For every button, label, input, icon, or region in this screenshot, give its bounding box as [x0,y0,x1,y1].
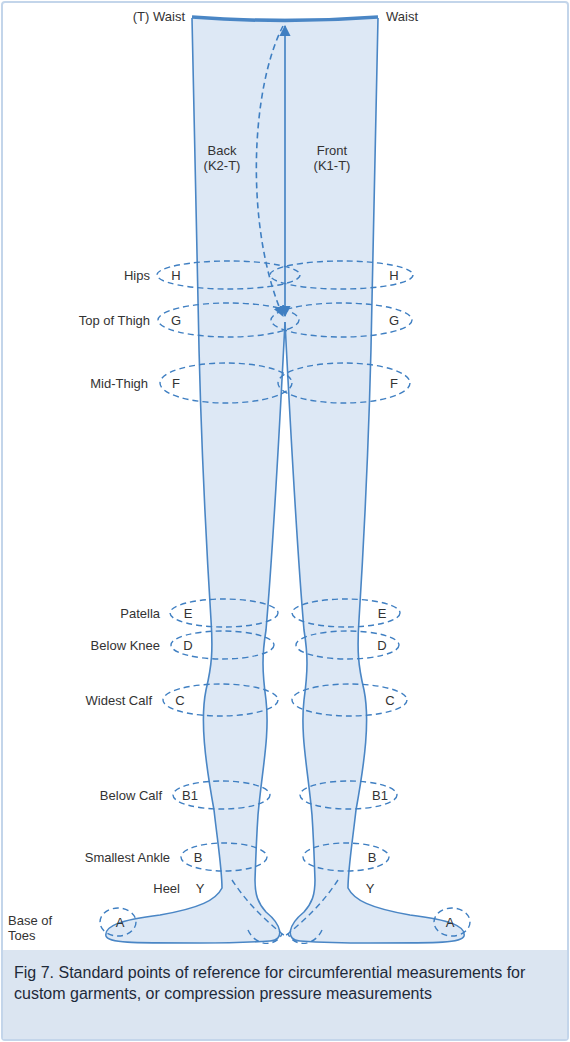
point-letter: F [390,376,398,391]
point-label: Top of Thigh [79,313,150,328]
point-label: Mid-Thigh [90,376,148,391]
point-letter: G [389,313,399,328]
point-label: Back (K2-T) [196,143,248,173]
point-letter: F [172,376,180,391]
point-label: Smallest Ankle [85,850,170,865]
point-letter: H [389,268,398,283]
point-letter: C [385,693,394,708]
measure-ring [160,363,292,403]
point-label: Waist [386,9,418,24]
point-label: Front (K1-T) [303,143,361,173]
point-letter: H [171,268,180,283]
point-letter: B [194,850,203,865]
point-label: Below Knee [91,638,160,653]
point-label: Below Calf [100,788,162,803]
point-letter: Y [366,881,375,896]
point-letter: B1 [182,788,198,803]
point-letter: D [377,638,386,653]
measure-ring [278,363,410,403]
point-label: Heel [153,881,180,896]
point-letter: E [378,606,387,621]
measure-ring [270,261,413,289]
point-letter: D [183,638,192,653]
point-label: Widest Calf [86,693,152,708]
point-letter: G [171,313,181,328]
point-letter: C [175,693,184,708]
point-letter: A [446,915,455,930]
measure-ring [303,843,389,871]
measure-ring [170,599,278,627]
measure-ring [171,631,274,659]
measure-ring [292,684,407,716]
point-label: (T) Waist [133,9,185,24]
point-label: Base of Toes [8,913,70,943]
measure-ring [292,599,400,627]
measure-ring [181,843,267,871]
measure-ring [271,303,412,337]
point-letter: B1 [372,788,388,803]
point-letter: B [368,850,377,865]
point-letter: Y [196,881,205,896]
point-label: Hips [124,268,150,283]
measure-ring [163,684,278,716]
measure-ring [300,781,397,809]
measure-ring [157,261,300,289]
point-label: Patella [120,606,160,621]
measure-ring [296,631,399,659]
point-letter: E [184,606,193,621]
point-letter: A [116,915,125,930]
measure-ring [173,781,270,809]
measure-ring [158,303,299,337]
figure-caption: Fig 7. Standard points of reference for … [14,962,554,1004]
